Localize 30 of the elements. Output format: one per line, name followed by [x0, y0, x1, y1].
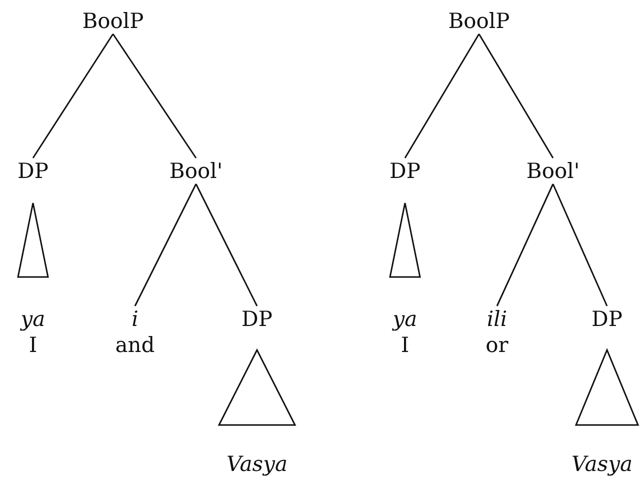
- tree-branch-line: [404, 34, 480, 158]
- word-label: Vasya: [226, 451, 288, 477]
- category-label: BoolP: [82, 8, 144, 34]
- category-label: DP: [18, 158, 48, 184]
- triangle-symbol: [576, 350, 638, 425]
- tree-branch-line: [496, 184, 554, 306]
- category-label: DP: [242, 306, 272, 332]
- category-label: Bool': [526, 158, 580, 184]
- word-label: ya: [20, 306, 46, 332]
- tree-branch-line: [112, 34, 197, 158]
- gloss-label: I: [400, 332, 410, 358]
- tree-branch-line: [195, 184, 258, 306]
- category-label: BoolP: [448, 8, 510, 34]
- category-label: DP: [592, 306, 622, 332]
- triangle-symbol: [18, 203, 48, 277]
- tree-branch-line: [478, 34, 554, 158]
- word-label: ya: [392, 306, 418, 332]
- category-label: DP: [390, 158, 420, 184]
- tree-branch-line: [134, 184, 197, 306]
- triangle-symbol: [390, 203, 420, 277]
- word-label: i: [130, 306, 140, 332]
- gloss-label: and: [115, 332, 155, 358]
- gloss-label: I: [28, 332, 38, 358]
- gloss-label: or: [486, 332, 508, 358]
- triangle-symbol: [219, 350, 295, 425]
- tree-branch-line: [32, 34, 114, 158]
- word-label: Vasya: [572, 451, 632, 477]
- word-label: ili: [486, 306, 508, 332]
- tree-branch-line: [552, 184, 608, 306]
- category-label: Bool': [169, 158, 223, 184]
